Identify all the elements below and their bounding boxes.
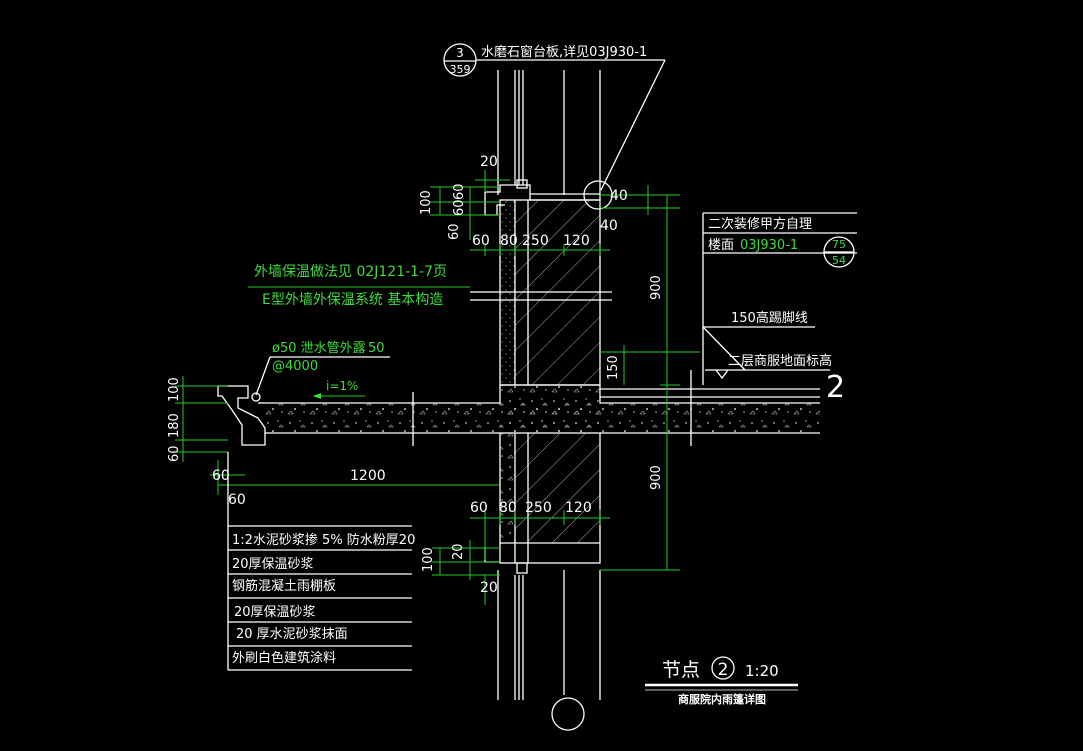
- floor-note: 二层商服地面标高: [728, 353, 832, 369]
- insulation-line2: E型外墙外保温系统 基本构造: [262, 291, 443, 308]
- insulation-note: 外墙保温做法见 02J121-1-7页 E型外墙外保温系统 基本构造: [248, 264, 470, 308]
- dim-right-40b: 40: [600, 218, 618, 234]
- dim-low-20b: 20: [480, 580, 498, 596]
- title-scale: 1:20: [745, 662, 779, 680]
- dim-right-40a: 40: [610, 188, 628, 204]
- dim-canopy-180: 180: [167, 413, 182, 438]
- right-callout-bubble-top: 75: [832, 238, 846, 251]
- dim-top-20: 20: [480, 154, 498, 170]
- top-callout-bubble-bottom: 359: [450, 63, 471, 76]
- title-number: 2: [718, 660, 729, 680]
- drain-line1-value: 50: [368, 341, 385, 356]
- dimension-labels: 20 100 60 60 60 60 80 250 120 40 40 900 …: [167, 154, 664, 596]
- layer-4: 20厚保温砂浆: [234, 605, 316, 620]
- dim-span-1200: 1200: [350, 468, 386, 484]
- dim-row-120: 120: [563, 233, 590, 249]
- layer-1: 1:2水泥砂浆掺 5% 防水粉厚20: [232, 532, 415, 548]
- dim-row-80: 80: [500, 233, 518, 249]
- dim-v-900-top: 900: [649, 275, 664, 300]
- dim-low-120: 120: [565, 500, 592, 516]
- dim-bottom-60b: 60: [228, 492, 246, 508]
- dim-left-60c: 60: [447, 223, 462, 240]
- drain-line2: @4000: [272, 359, 318, 374]
- dim-row-60: 60: [472, 233, 490, 249]
- right-callout: 二次装修甲方自理 楼面 03J930-1 75 54 150高踢脚线 二层商服地…: [702, 212, 857, 405]
- dim-left-60b: 60: [452, 199, 467, 216]
- drain-slope: i=1%: [326, 379, 358, 393]
- drain-line1-prefix: ø50 泄水管外露: [272, 341, 366, 356]
- dim-low-60: 60: [470, 500, 488, 516]
- dim-low-100: 100: [421, 547, 436, 572]
- top-callout-text: 水磨石窗台板,详见03J930-1: [481, 44, 647, 60]
- title-label: 节点: [662, 659, 700, 681]
- dim-bottom-60a: 60: [212, 468, 230, 484]
- layer-3: 钢筋混凝土雨棚板: [232, 578, 336, 594]
- dim-v-900-bottom: 900: [649, 465, 664, 490]
- right-callout-line1: 二次装修甲方自理: [708, 216, 812, 232]
- level-marker: 2: [826, 370, 845, 405]
- right-callout-line2-ref: 03J930-1: [740, 238, 798, 253]
- dim-left-60a: 60: [452, 183, 467, 200]
- top-callout: 3 359 水磨石窗台板,详见03J930-1: [443, 43, 666, 210]
- layer-6: 外刷白色建筑涂料: [232, 650, 336, 666]
- layer-5: 20 厚水泥砂浆抹面: [236, 627, 348, 642]
- dim-row-250: 250: [522, 233, 549, 249]
- dim-low-80: 80: [499, 500, 517, 516]
- right-callout-line2-prefix: 楼面: [708, 238, 734, 253]
- slab-and-canopy: [217, 291, 820, 446]
- dim-canopy-60: 60: [167, 445, 182, 462]
- right-callout-bubble-bottom: 54: [832, 254, 846, 267]
- upper-wall: [484, 179, 601, 386]
- dim-left-100: 100: [419, 190, 434, 215]
- layer-2: 20厚保温砂浆: [232, 557, 314, 572]
- top-callout-bubble-top: 3: [456, 46, 464, 60]
- dim-low-20a: 20: [451, 543, 466, 560]
- window-frame-lines: [497, 70, 601, 700]
- dim-low-250: 250: [525, 500, 552, 516]
- title-block: 节点 2 1:20 商服院内雨篷详图: [645, 656, 798, 706]
- skirting-note: 150高踢脚线: [731, 310, 808, 326]
- drain-note: ø50 泄水管外露 50 @4000 i=1%: [251, 341, 390, 402]
- lower-wall: [484, 432, 601, 574]
- axis-bubble: [551, 697, 585, 731]
- dimension-lines: [175, 170, 700, 605]
- dim-v-150: 150: [606, 355, 621, 380]
- layer-list: 1:2水泥砂浆掺 5% 防水粉厚20 20厚保温砂浆 钢筋混凝土雨棚板 20厚保…: [227, 452, 415, 671]
- dim-canopy-100: 100: [167, 377, 182, 402]
- insulation-line1: 外墙保温做法见 02J121-1-7页: [254, 264, 447, 280]
- title-subtitle: 商服院内雨篷详图: [678, 692, 766, 706]
